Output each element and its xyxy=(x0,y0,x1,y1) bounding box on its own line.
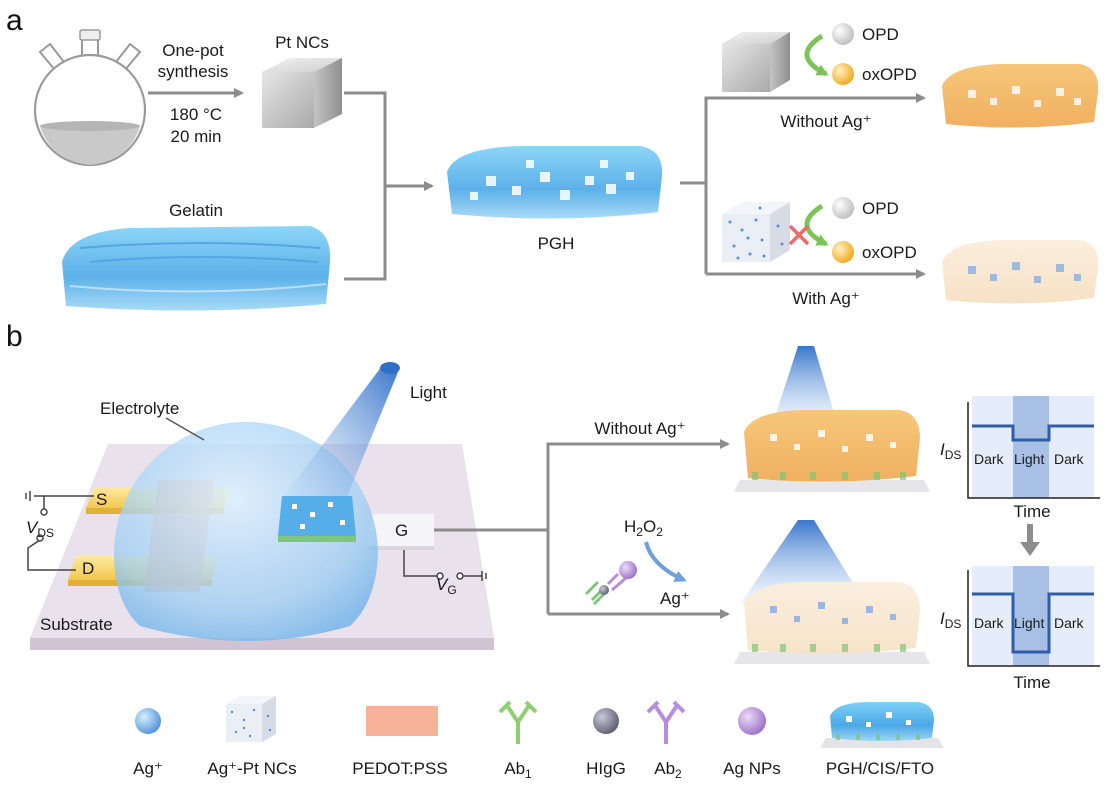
opd-label-bottom: OPD xyxy=(862,199,899,218)
current-plot-bottom xyxy=(967,566,1100,667)
synthesis-line1: One-pot xyxy=(162,41,224,60)
gate-label: G xyxy=(395,521,408,540)
pt-ncs-label: Pt NCs xyxy=(275,33,329,52)
ids-axis-bottom: IDS xyxy=(940,609,961,631)
with-ag-label-a: With Ag⁺ xyxy=(792,289,860,308)
legend-ab2-icon xyxy=(646,700,686,744)
oxopd-label-top: oxOPD xyxy=(862,65,917,84)
output-device-pale xyxy=(734,582,930,664)
h2o2-label: H2O2 xyxy=(624,517,663,539)
ag-ion-label: Ag⁺ xyxy=(660,589,690,608)
dark-label-bottom-left: Dark xyxy=(974,615,1005,631)
legend-label-ab2: Ab2 xyxy=(654,759,682,781)
dark-label-top-left: Dark xyxy=(974,451,1005,467)
opd-label-top: OPD xyxy=(862,25,899,44)
pgh-label: PGH xyxy=(538,234,575,253)
vds-symbol: VDS xyxy=(26,518,54,540)
panel-b-letter: b xyxy=(6,320,23,353)
legend-ag-pt-nc-cube xyxy=(226,696,276,742)
panel-a-letter: a xyxy=(6,4,23,37)
dark-label-bottom-right: Dark xyxy=(1054,615,1085,631)
substrate-label: Substrate xyxy=(40,615,113,634)
legend-label-ag-nps: Ag NPs xyxy=(723,759,781,778)
current-plot-top xyxy=(967,396,1100,499)
gelatin-slab xyxy=(62,226,331,311)
legend-ag-ion-sphere xyxy=(135,708,161,734)
legend-label-ag-pt-ncs: Ag⁺-Pt NCs xyxy=(207,759,296,778)
plot-transition-arrowhead xyxy=(1020,542,1040,556)
light-beam-device xyxy=(284,366,398,504)
light-label-top: Light xyxy=(1014,451,1044,467)
legend-label-ab1: Ab1 xyxy=(504,759,532,781)
synthesis-temperature: 180 °C xyxy=(170,105,222,124)
legend-higg-sphere xyxy=(593,708,619,734)
blocked-cross-icon xyxy=(788,224,810,246)
time-axis-bottom: Time xyxy=(1013,673,1050,692)
opd-sphere-bottom xyxy=(832,197,854,219)
flask-icon xyxy=(33,29,147,167)
electrolyte-pointer xyxy=(165,417,205,441)
oxopd-sphere-bottom xyxy=(832,241,854,263)
drain-label: D xyxy=(82,559,94,578)
legend-label-pedot: PEDOT:PSS xyxy=(352,759,447,778)
orange-gel-result xyxy=(942,64,1099,128)
circuit-wires xyxy=(25,491,487,581)
pgh-slab xyxy=(447,146,663,219)
vds-terminal-top xyxy=(40,508,48,516)
legend-label-higg: HIgG xyxy=(586,759,626,778)
output-device-orange xyxy=(734,410,930,492)
without-ag-label-b: Without Ag⁺ xyxy=(594,419,685,438)
legend-label-pgh-cis-fto: PGH/CIS/FTO xyxy=(826,759,934,778)
blocked-catalysis-arrow xyxy=(804,203,829,247)
oxopd-sphere xyxy=(832,63,854,85)
pt-nc-cube xyxy=(262,58,342,128)
merge-connector xyxy=(344,91,387,281)
output-arrow-without xyxy=(546,439,730,614)
without-ag-label-a: Without Ag⁺ xyxy=(780,112,871,131)
current-curve-top xyxy=(972,424,1094,442)
oxopd-label-bottom: oxOPD xyxy=(862,243,917,262)
light-beam-top xyxy=(772,346,838,426)
gelatin-label: Gelatin xyxy=(169,201,223,220)
pale-gel-result xyxy=(942,240,1099,304)
light-label-bottom: Light xyxy=(1014,615,1044,631)
ag-pt-nc-cube xyxy=(722,202,790,262)
vg-terminal-left xyxy=(436,572,444,580)
current-curve-bottom xyxy=(972,592,1094,654)
legend-ag-nps-sphere xyxy=(738,707,766,735)
legend-pgh-cis-fto-icon xyxy=(820,702,944,748)
legend-ab1-icon xyxy=(498,700,538,744)
light-label: Light xyxy=(410,383,447,402)
catalysis-arrow xyxy=(804,33,829,77)
legend-label-ag-ion: Ag⁺ xyxy=(133,759,163,778)
pt-nc-cube-small xyxy=(722,32,790,92)
opd-sphere xyxy=(832,23,854,45)
time-axis-top: Time xyxy=(1013,502,1050,521)
vg-symbol: VG xyxy=(436,575,457,597)
vds-terminal-bottom xyxy=(36,534,44,542)
electrolyte-label: Electrolyte xyxy=(100,399,179,418)
h2o2-arrow xyxy=(644,541,687,582)
ids-axis-top: IDS xyxy=(940,440,961,462)
split-arrow-without xyxy=(704,93,926,274)
synthesis-time: 20 min xyxy=(170,127,221,146)
light-source xyxy=(380,362,400,374)
source-label: S xyxy=(96,490,107,509)
photoelectrode-sample xyxy=(278,496,356,542)
dark-label-top-right: Dark xyxy=(1054,451,1085,467)
synthesis-line2: synthesis xyxy=(158,62,229,81)
sandwich-immunocomplex-icon xyxy=(584,561,637,606)
gate-electrode xyxy=(366,514,434,550)
vg-terminal-right xyxy=(456,572,464,580)
legend-pedot-swatch xyxy=(366,706,438,736)
